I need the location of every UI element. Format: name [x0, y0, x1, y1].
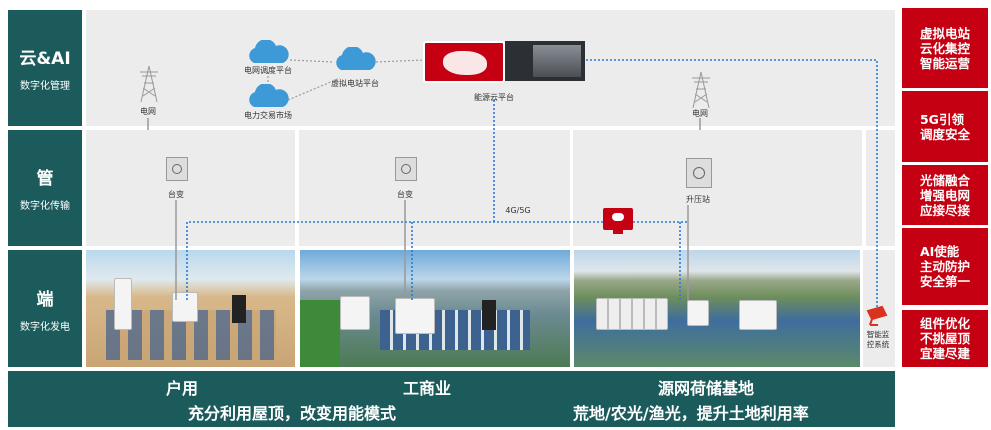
battery-cabinet	[114, 278, 132, 330]
row-subtitle: 数字化传输	[20, 201, 70, 212]
monitor-stand	[613, 230, 623, 234]
benefit-storage: 光储融合增强电网应接尽接	[902, 165, 988, 225]
row-title: 端	[36, 289, 54, 310]
transformer-icon	[395, 157, 417, 181]
benefit-line: 宜建尽建	[919, 346, 970, 361]
utility-title: 源网荷储基地	[658, 379, 755, 398]
row-subtitle: 数字化管理	[20, 81, 70, 92]
energy-cloud-dashboard	[423, 41, 505, 83]
utility-scene-image	[574, 250, 860, 367]
benefit-line: 不挑屋顶	[919, 331, 970, 346]
transformer-icon	[166, 157, 188, 181]
vpp-label: 虚拟电站平台	[331, 79, 379, 88]
pipe-panel-monitor	[866, 130, 895, 246]
row-subtitle: 数字化发电	[20, 321, 70, 333]
benefit-module: 组件优化不挑屋顶宜建尽建	[902, 310, 988, 367]
cloud-icon	[249, 84, 289, 107]
row-title: 管	[36, 169, 54, 189]
benefit-5g: 5G引领调度安全	[902, 91, 988, 162]
inverter	[395, 298, 435, 334]
optimizer	[232, 295, 246, 323]
energy-cloud-monitor-view	[505, 41, 585, 81]
network-label: 4G/5G	[500, 206, 536, 215]
commercial-title: 工商业	[403, 379, 452, 398]
commercial-scene-image	[300, 250, 570, 367]
row-label-pipe: 管 数字化传输	[8, 130, 82, 246]
benefit-line: 增强电网	[919, 187, 970, 203]
grid-label: 电网	[692, 109, 708, 118]
cloud-icon	[249, 40, 289, 63]
transformer-label: 台变	[397, 190, 413, 199]
power-trading-label: 电力交易市场	[244, 111, 292, 120]
inverter	[687, 300, 709, 326]
booster-station-icon	[686, 158, 712, 188]
benefit-line: 虚拟电站	[919, 25, 970, 41]
inverter-large	[739, 300, 777, 330]
booster-station-label: 升压站	[686, 195, 710, 204]
pipe-panel-residential	[86, 130, 295, 246]
grid-dispatch-label: 电网调度平台	[244, 66, 292, 75]
benefit-line: AI使能	[919, 244, 960, 259]
transmission-tower-icon	[692, 72, 710, 108]
storage-container	[596, 298, 668, 330]
benefit-line: 光储融合	[919, 172, 970, 188]
benefit-line: 组件优化	[919, 316, 970, 331]
benefit-line: 应接尽接	[919, 202, 970, 218]
pipe-panel-commercial	[299, 130, 570, 246]
inverter-large	[340, 296, 370, 330]
residential-commercial-desc: 充分利用屋顶，改变用能模式	[188, 404, 397, 423]
benefit-line: 主动防护	[919, 259, 970, 274]
residential-title: 户用	[166, 379, 199, 398]
grid-label: 电网	[140, 107, 156, 116]
transmission-tower-icon	[140, 66, 158, 102]
monitor-icon	[603, 208, 633, 230]
utility-desc: 荒地/农光/渔光，提升土地利用率	[573, 404, 809, 423]
benefit-ai: AI使能主动防护安全第一	[902, 228, 988, 305]
benefit-line: 5G引领	[919, 111, 964, 127]
benefit-line: 调度安全	[919, 126, 970, 142]
camera-icon	[866, 305, 888, 326]
row-title: 云&AI	[19, 49, 71, 69]
row-label-edge: 端 数字化发电	[8, 250, 82, 367]
scenario-bar: 户用 工商业 充分利用屋顶，改变用能模式 源网荷储基地 荒地/农光/渔光，提升土…	[8, 371, 895, 427]
energy-cloud-label: 能源云平台	[474, 93, 514, 102]
benefit-line: 安全第一	[919, 274, 970, 289]
benefit-line: 智能运营	[919, 55, 970, 71]
cloud-icon	[336, 47, 376, 70]
optimizer	[482, 300, 496, 330]
monitor-system-label: 智能监控系统	[866, 330, 890, 349]
transformer-label: 台变	[168, 190, 184, 199]
residential-scene-image	[86, 250, 295, 367]
row-label-cloud: 云&AI 数字化管理	[8, 10, 82, 126]
benefit-line: 云化集控	[919, 40, 970, 56]
benefit-vpp: 虚拟电站云化集控智能运营	[902, 8, 988, 88]
